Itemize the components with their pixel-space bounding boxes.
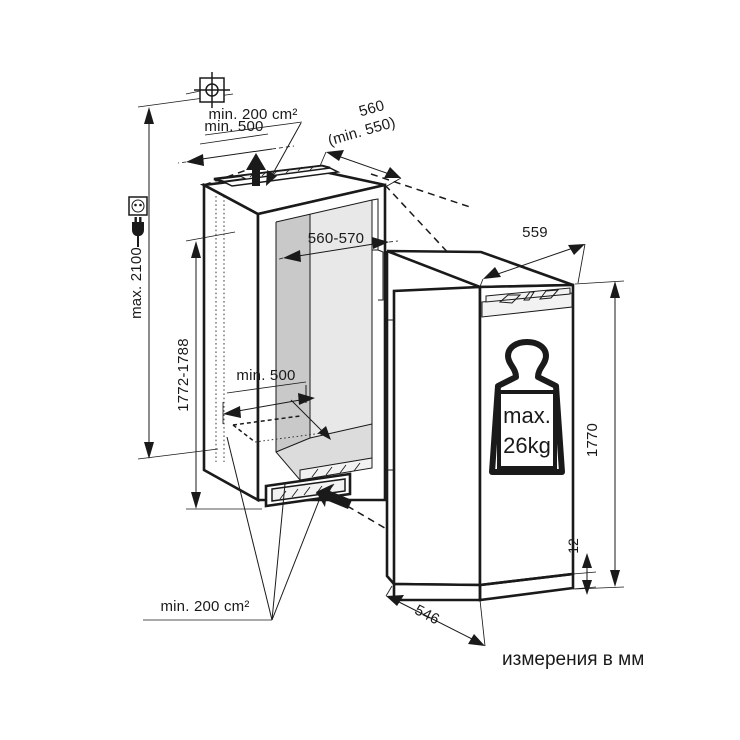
dim-min500top-underline	[199, 133, 269, 145]
dim-min500top-ext-left	[177, 161, 187, 164]
weight-limit-icon: max. 26kg	[489, 339, 565, 475]
dim-12-ext-top	[572, 571, 597, 575]
dim-max2100-arrow-bottom	[144, 442, 154, 459]
dim-depth559-arrow-left	[483, 267, 501, 279]
appliance-base-front	[478, 572, 575, 602]
dim-niche-width: 560-570	[275, 230, 399, 262]
weight-label-line2: 26kg	[503, 433, 551, 458]
dim-1770-arrow-bottom	[610, 570, 620, 587]
vent-area-top-label: min. 200 cm²	[208, 106, 297, 123]
dim-12-ext-bottom	[572, 586, 597, 590]
power-plug-icon	[132, 217, 144, 247]
dim-min500bot-leader	[290, 399, 325, 434]
base-strip-hatching	[311, 462, 361, 478]
weight-label-line1: max.	[503, 403, 551, 428]
vent-area-top-callout: min. 200 cm²	[204, 106, 303, 186]
dim-niche-height: 1772-1788	[175, 231, 262, 510]
dim-12-label: 12	[565, 538, 581, 554]
dim-base-gap: 12	[565, 538, 597, 595]
dim-depthtop-ext-left	[319, 151, 327, 167]
floor-dashed-edge-a	[232, 415, 301, 426]
airflow-up-arrow-icon	[246, 153, 266, 186]
dim-depth559-line	[491, 246, 577, 277]
dim-546-arrow-right	[468, 634, 485, 646]
dim-min500-top: min. 500	[177, 118, 295, 166]
dim-1770-ext-bottom	[574, 586, 625, 590]
dim-1770-arrow-top	[610, 281, 620, 298]
power-socket-icon	[128, 196, 148, 216]
vent-bottom-leader-a	[226, 436, 273, 621]
vent-area-bottom-callout: min. 200 cm²	[143, 436, 321, 621]
vent-top-leader	[270, 122, 302, 178]
niche-base-strip	[299, 457, 373, 481]
dim-depth559-arrow-right	[568, 244, 585, 255]
niche-frame-mid-notch	[377, 249, 384, 301]
niche-interior-back-panel	[276, 214, 310, 452]
dim-nichewidth-line	[291, 242, 381, 258]
dim-nicheheight-label: 1772-1788	[175, 338, 192, 412]
dim-546-arrow-left	[386, 595, 404, 606]
dim-depthtop-ext-right	[386, 177, 402, 187]
dim-min500top-ext-right	[271, 145, 295, 150]
dim-depthtop-line	[334, 154, 393, 176]
dim-appliance-height: 1770	[574, 280, 625, 590]
appliance-left-side	[385, 251, 482, 588]
dim-nichewidth-ext-left	[275, 257, 284, 261]
dim-nichewidth-ext-right	[388, 240, 399, 243]
units-note: измерения в мм	[502, 649, 644, 670]
bottom-vent-opening	[271, 478, 346, 502]
dim-546-line	[394, 599, 477, 642]
dim-max2100-arrow-top	[144, 107, 154, 124]
niche-interior-side-panel	[310, 200, 372, 438]
dim-nicheheight-ext-top	[185, 231, 236, 242]
dim-min500bot-underline	[226, 381, 307, 394]
dim-nichewidth-arrow-right	[372, 237, 389, 249]
niche-frame-upper-notch	[371, 198, 379, 251]
dim-min500top-line	[194, 148, 273, 161]
niche-cabinet-group	[199, 164, 483, 586]
dim-nicheheight-arrow-bottom	[191, 492, 201, 509]
dim-min500bot-label: min. 500	[236, 367, 295, 384]
floor-dashed-edge-b	[232, 424, 256, 443]
dim-depth559-ext-left	[478, 278, 484, 290]
niche-interior-floor-edge	[309, 423, 373, 439]
dim-depthtop-label: 560	[357, 97, 386, 120]
dim-depthtop-arrow-right	[384, 167, 401, 178]
vent-top-underline	[204, 121, 303, 136]
dim-max2100-label: max. 2100	[128, 247, 145, 319]
dim-546-ext-left	[385, 585, 393, 597]
dim-max2100-ext-bottom	[137, 448, 219, 460]
dim-nichewidth-arrow-left	[283, 250, 301, 262]
dim-1770-label: 1770	[584, 423, 601, 457]
dim-min500bot-leader-arrow	[318, 426, 331, 440]
vent-bottom-leader-b	[271, 483, 286, 621]
dim-546-ext-right	[479, 599, 486, 647]
dim-min500top-label: min. 500	[204, 118, 263, 135]
dim-nichewidth-label: 560-570	[308, 230, 364, 247]
dim-depth559-label: 559	[522, 224, 548, 241]
vent-area-bottom-label: min. 200 cm²	[160, 598, 249, 615]
dim-min500bot-arrow-left	[223, 406, 241, 418]
dim-min500bot-line	[231, 398, 307, 413]
dim-nicheheight-arrow-top	[191, 241, 201, 258]
floor-dotted-edge	[254, 431, 331, 443]
dim-depth559-ext-right	[577, 243, 586, 284]
airflow-in-arrow-icon	[316, 484, 352, 509]
appliance-handle-facets	[498, 289, 560, 304]
vent-bottom-leader-c	[271, 497, 321, 621]
dim-min500-bottom: min. 500	[222, 367, 331, 443]
vent-top-leader-arrow	[266, 170, 277, 186]
dim-1770-ext-top	[574, 280, 625, 285]
dim-min500top-arrow-left	[186, 154, 204, 166]
dim-max-2100: max. 2100	[128, 93, 234, 460]
dim-12-arrow-top	[582, 553, 592, 568]
appliance-base-plinth	[392, 582, 482, 602]
dim-depthtop-arrow-left	[326, 150, 344, 161]
crosshair-target-icon	[185, 72, 230, 108]
dim-appliance-depth: 559	[478, 224, 586, 290]
